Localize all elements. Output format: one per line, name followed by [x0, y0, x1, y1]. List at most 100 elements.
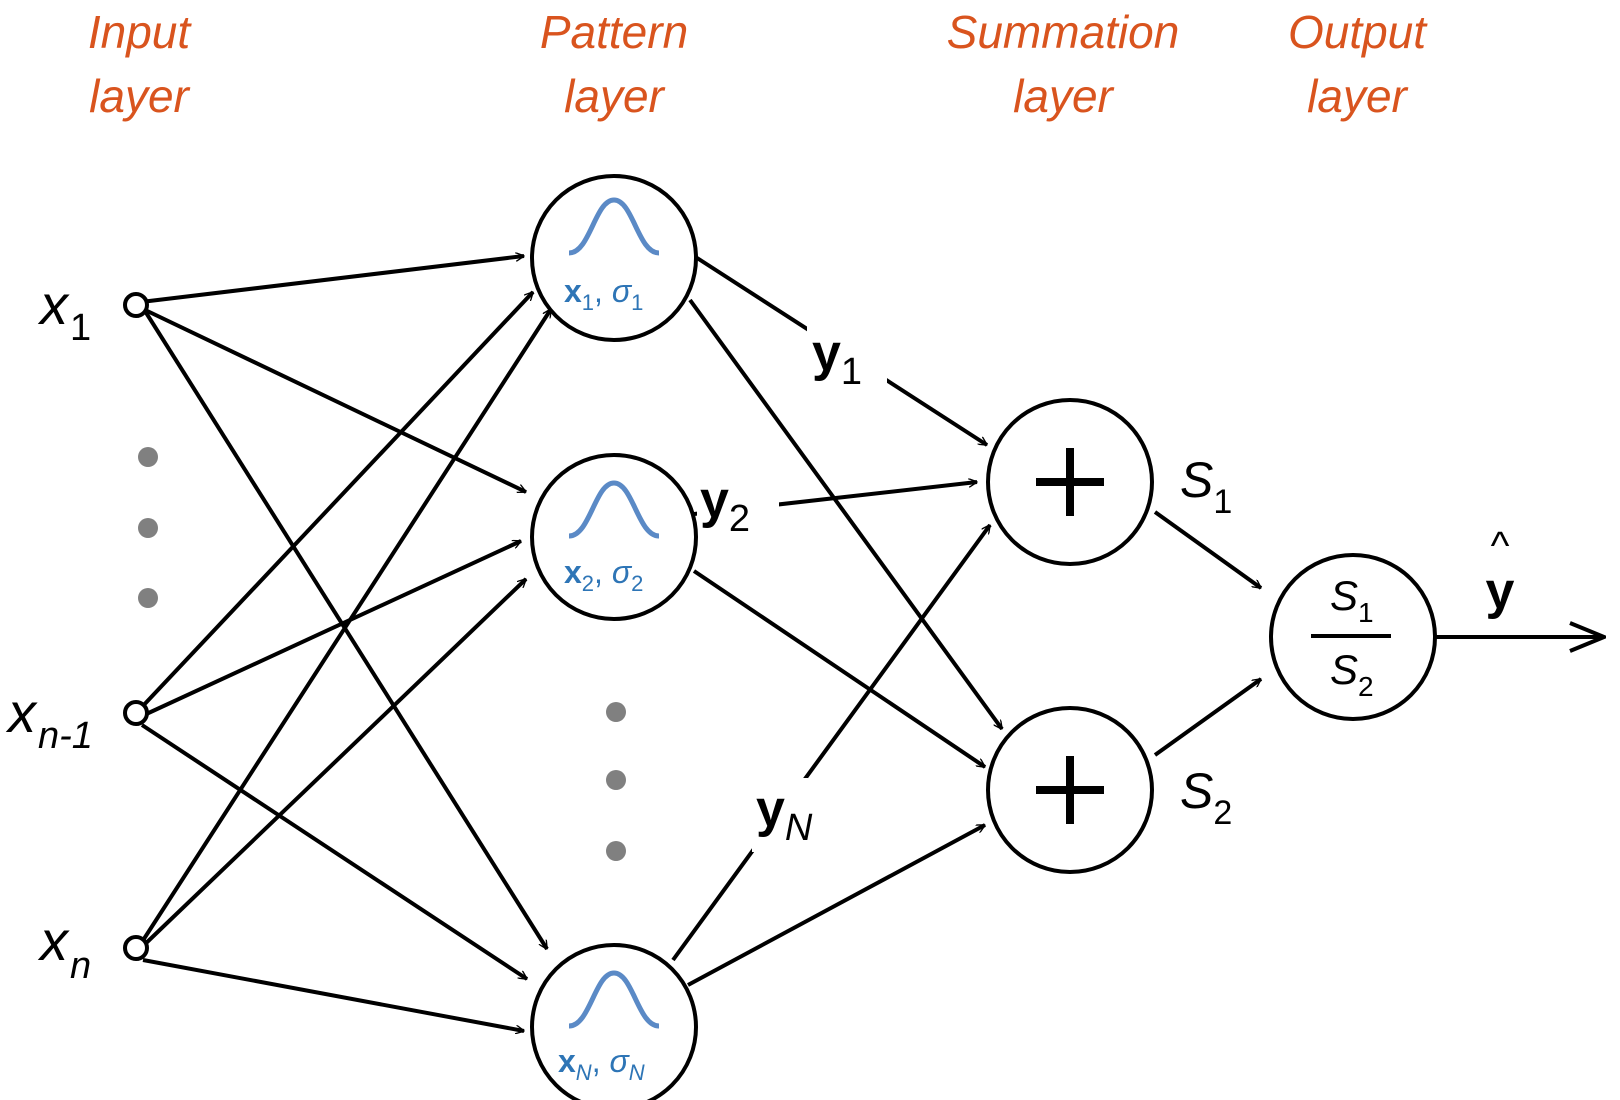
- pattern-param-2: x2, σ2: [564, 554, 643, 596]
- input-label-xn: xn: [37, 909, 91, 987]
- edge-x1-pN: [143, 309, 549, 949]
- pattern-output-yN: yN: [756, 780, 813, 849]
- ellipsis-dot: [138, 588, 158, 608]
- yN-label-bg: [752, 778, 838, 852]
- edge-xn-pN: [142, 958, 524, 1031]
- final-output-yhat: ^ y: [1486, 524, 1515, 620]
- layer-title-pattern: Pattern layer: [540, 6, 688, 122]
- layer-title-output-line1: Output: [1288, 6, 1428, 58]
- output-node: S1 S2: [1269, 553, 1437, 721]
- edge-s1-out: [1153, 510, 1261, 590]
- pattern-node-2: x2, σ2: [530, 453, 698, 621]
- edge-x1-p1: [140, 256, 524, 304]
- layer-title-summation: Summation layer: [947, 6, 1180, 122]
- ellipsis-dot: [138, 518, 158, 538]
- y-sub: 1: [841, 351, 862, 393]
- layer-title-output-line2: layer: [1307, 70, 1408, 122]
- edge-pN-s1: [671, 525, 992, 962]
- layer-title-input: Input layer: [88, 6, 193, 122]
- param-x: x: [564, 554, 582, 590]
- ellipsis-dot: [606, 770, 626, 790]
- den-var: S: [1330, 646, 1358, 693]
- gaussian-icon: [568, 970, 660, 1029]
- param-sigma-sub: 1: [631, 290, 643, 315]
- y-sub: 2: [729, 498, 750, 540]
- pattern-param-1: x1, σ1: [564, 273, 643, 315]
- layer-title-input-line1: Input: [88, 6, 193, 58]
- edge-xn1-pN: [140, 723, 527, 981]
- layer-title-input-line2: layer: [89, 70, 190, 122]
- param-sigma: σ: [612, 554, 633, 590]
- input-circle: [123, 700, 149, 726]
- edge-p2-s2: [692, 569, 985, 769]
- layer-title-pattern-line1: Pattern: [540, 6, 688, 58]
- num-var: S: [1330, 572, 1358, 619]
- input-var: x: [37, 273, 70, 336]
- param-x-sub: 1: [582, 290, 594, 315]
- y-var: y: [700, 471, 729, 529]
- edge-x1-p2: [140, 306, 526, 494]
- pattern-node-circle: [530, 943, 698, 1100]
- num-sub: 1: [1358, 597, 1374, 628]
- param-x-sub: 2: [582, 571, 594, 596]
- pattern-ellipsis-dots: [606, 702, 626, 861]
- summation-label-s1: S1: [1180, 452, 1232, 521]
- input-sub: n-1: [38, 715, 93, 757]
- gaussian-icon: [568, 197, 660, 256]
- layer-title-summation-line2: layer: [1013, 70, 1114, 122]
- input-ellipsis-dots: [138, 447, 158, 608]
- edge-p1-s2: [688, 298, 1004, 729]
- layer-title-pattern-line2: layer: [564, 70, 665, 122]
- edge-pN-s2: [687, 823, 985, 987]
- y-var: y: [812, 324, 841, 382]
- edge-xn1-p2: [141, 539, 521, 718]
- layer-title-summation-line1: Summation: [947, 6, 1180, 58]
- pattern-output-y2: y2: [700, 471, 750, 540]
- edges-input-to-pattern: [138, 256, 553, 1031]
- s-sub: 1: [1213, 483, 1232, 521]
- yhat-var: y: [1486, 562, 1515, 620]
- param-x: x: [558, 1043, 576, 1079]
- input-var: x: [5, 681, 38, 744]
- ellipsis-dot: [606, 841, 626, 861]
- edges-summation-to-output: [1153, 510, 1261, 757]
- pattern-node-circle: [530, 174, 698, 342]
- input-var: x: [37, 909, 70, 972]
- input-node-x1: x1: [37, 273, 149, 349]
- ellipsis-dot: [606, 702, 626, 722]
- param-sigma: σ: [609, 1043, 630, 1079]
- pattern-param-N: xN, σN: [558, 1043, 645, 1085]
- input-sub: 1: [70, 307, 91, 349]
- gaussian-icon: [568, 480, 660, 539]
- ellipsis-dot: [138, 447, 158, 467]
- y2-label-bg: [697, 474, 779, 536]
- input-node-xn: xn: [37, 909, 149, 987]
- pattern-node-circle: [530, 453, 698, 621]
- edge-xn-p1: [138, 309, 553, 947]
- y1-label-bg: [807, 322, 887, 388]
- param-sigma: σ: [612, 273, 633, 309]
- edge-xn-p2: [140, 577, 526, 949]
- pattern-node-N: xN, σN: [530, 943, 698, 1100]
- s-var: S: [1180, 452, 1213, 508]
- input-label-xn-1: xn-1: [5, 681, 93, 757]
- input-sub: n: [70, 945, 91, 987]
- hat-icon: ^: [1491, 524, 1510, 568]
- s-sub: 2: [1213, 794, 1232, 832]
- input-node-xn-1: xn-1: [5, 681, 149, 757]
- edge-s2-out: [1153, 677, 1261, 757]
- input-circle: [123, 935, 149, 961]
- param-sigma-sub: N: [629, 1060, 645, 1085]
- den-sub: 2: [1358, 671, 1374, 702]
- param-x-sub: N: [576, 1060, 592, 1085]
- summation-node-1: [986, 398, 1154, 566]
- summation-label-s2: S2: [1180, 763, 1232, 832]
- y-sub: N: [785, 807, 813, 849]
- summation-node-2: [986, 706, 1154, 874]
- input-label-x1: x1: [37, 273, 91, 349]
- param-x: x: [564, 273, 582, 309]
- input-circle: [123, 292, 149, 318]
- s-var: S: [1180, 763, 1213, 819]
- layer-title-output: Output layer: [1288, 6, 1428, 122]
